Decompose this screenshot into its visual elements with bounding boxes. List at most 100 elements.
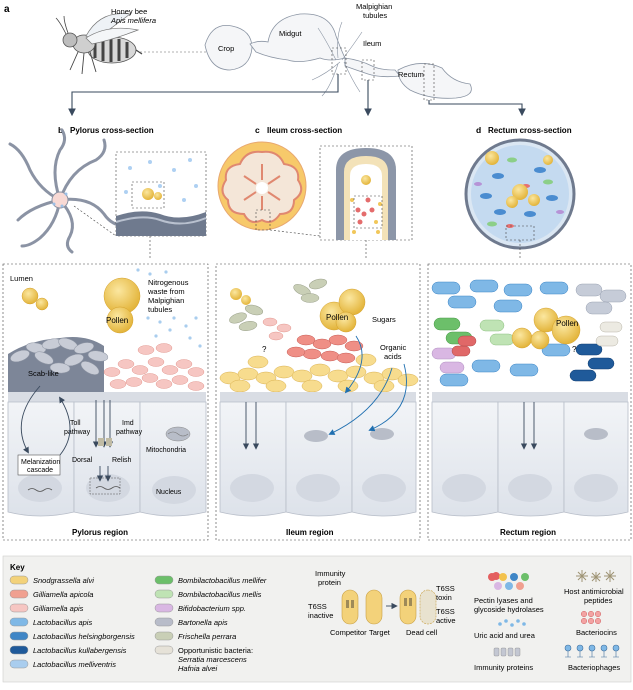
toll-label-2: pathway: [64, 429, 91, 436]
immunity-protein-label-2: protein: [318, 578, 341, 587]
pylorus-pollen-label: Pollen: [106, 316, 128, 325]
midgut-label: Midgut: [279, 29, 302, 38]
rectum-pollen-label: Pollen: [556, 319, 578, 328]
rectum-region: Pollen ? Rectum region: [431, 279, 629, 537]
t6ss-toxin-label-1: T6SS: [436, 584, 455, 593]
t6ss-schematic: Immunity protein T6SS inactive Competito…: [308, 569, 456, 637]
organic-acids-label-2: acids: [384, 352, 402, 361]
t6ss-inactive-label-2: inactive: [308, 611, 333, 620]
swatch-t1: [154, 589, 174, 599]
bee-gut-diagram: [204, 13, 472, 99]
species-label-s6: Lactobacillus melliventris: [33, 660, 116, 669]
panel-b-top: b Pylorus cross-section: [8, 125, 207, 254]
panel-d-letter: d: [476, 125, 481, 135]
species-column-1: Snodgrassella alvi Gilliamella apicola G…: [9, 575, 135, 669]
host-amp-label-1: Host antimicrobial: [564, 587, 624, 596]
malpighian-label-1: Malpighian: [356, 2, 392, 11]
bacteriophage-icon: [564, 644, 620, 658]
uric-acid-icon: [498, 619, 526, 627]
opportunistic-label: Opportunistic bacteria:: [178, 646, 253, 655]
ileum-question-1: ?: [262, 345, 267, 354]
species-label-s2: Gilliamella apis: [33, 604, 84, 613]
key-legend: Key Snodgrassella alvi Gilliamella apico…: [2, 555, 632, 683]
rectum-region-label: Rectum region: [500, 528, 556, 537]
relish-label: Relish: [112, 457, 132, 464]
key-title: Key: [10, 563, 25, 572]
swatch-s3: [9, 617, 29, 627]
pectin-lyase-icon: [488, 572, 529, 590]
toll-label-1: Toll: [70, 420, 81, 427]
swatch-s4: [9, 631, 29, 641]
swatch-opp: [154, 645, 174, 655]
panel-d-top: d Rectum cross-section: [464, 125, 576, 250]
species-label-s5: Lactobacillus kullabergensis: [33, 646, 127, 655]
species-label-s1: Gilliamella apicola: [33, 590, 93, 599]
species2-label-t2: Bifidobacterium spp.: [178, 604, 246, 613]
t6ss-active-label-2: active: [436, 616, 456, 625]
honey-bee-illustration: [55, 13, 143, 75]
sugars-label: Sugars: [372, 315, 396, 324]
pectin-label-1: Pectin lyases and: [474, 596, 533, 605]
melanization-label-2: cascade: [27, 467, 53, 474]
crop-organ: [204, 25, 253, 71]
competitor-label: Competitor: [330, 628, 367, 637]
malpighian-label-2: tubules: [363, 11, 387, 20]
bee-label-species: Apis mellifera: [110, 16, 156, 25]
ileum-cross-section: [217, 141, 307, 231]
ileum-region-label: Ileum region: [286, 528, 334, 537]
bacteriocins-icon: [580, 610, 602, 625]
rectum-title: Rectum cross-section: [488, 126, 572, 135]
bacteriocins-label: Bacteriocins: [576, 628, 617, 637]
swatch-t2: [154, 603, 174, 613]
pylorus-region: Lumen Pollen Nitrogenous waste from Malp…: [7, 268, 207, 537]
panel-c-top: c Ileum cross-section: [217, 125, 413, 241]
species-label-s0: Snodgrassella alvi: [33, 576, 94, 585]
crop-label: Crop: [218, 44, 234, 53]
t6ss-toxin-label-2: toxin: [436, 593, 452, 602]
swatch-s1: [9, 589, 29, 599]
immunity-proteins-label: Immunity proteins: [474, 663, 533, 672]
swatch-s6: [9, 659, 29, 669]
nitrogen-label-3: Malpighian: [148, 296, 184, 305]
swatch-t3: [154, 617, 174, 627]
host-amp-icon: [576, 570, 616, 582]
pylorus-cross-section: [8, 128, 128, 254]
ileum-region: Pollen Sugars Organic acids: [219, 278, 419, 537]
rectum-cross-section: [464, 138, 576, 250]
panel-c-letter: c: [255, 125, 260, 135]
pylorus-region-label: Pylorus region: [72, 528, 128, 537]
swatch-s0: [9, 575, 29, 585]
panel-a-letter: a: [4, 4, 10, 15]
species2-label-t0: Bombilactobacillus mellifer: [178, 576, 267, 585]
bacteriophages-label: Bacteriophages: [568, 663, 620, 672]
nucleus-label: Nucleus: [156, 489, 182, 496]
swatch-s5: [9, 645, 29, 655]
melanization-label-1: Melanization: [21, 459, 60, 466]
organic-acids-label-1: Organic: [380, 343, 407, 352]
panel-a: a Honey bee Apis mellifera Crop Midgut M…: [4, 2, 526, 117]
pylorus-title: Pylorus cross-section: [70, 126, 154, 135]
serratia-label: Serratia marcescens: [178, 655, 247, 664]
pectin-label-2: glycoside hydrolases: [474, 605, 544, 614]
dead-cell-icon: [419, 589, 437, 625]
swatch-s2: [9, 603, 29, 613]
imd-label-2: pathway: [116, 429, 143, 436]
uric-acid-label: Uric acid and urea: [474, 631, 536, 640]
mitochondria-label: Mitochondria: [146, 447, 186, 454]
species2-label-t1: Bombilactobacillus mellis: [178, 590, 262, 599]
imd-label-1: Imd: [122, 420, 134, 427]
lumen-label: Lumen: [10, 274, 33, 283]
species2-label-t3: Bartonella apis: [178, 618, 228, 627]
rectum-question: ?: [572, 345, 577, 354]
swatch-t0: [154, 575, 174, 585]
ileum-organ: [344, 57, 401, 78]
ileum-pollen-label: Pollen: [326, 313, 348, 322]
species-label-s3: Lactobacillus apis: [33, 618, 92, 627]
immunity-protein-label-1: Immunity: [315, 569, 346, 578]
nitrogen-label-4: tubules: [148, 305, 172, 314]
swatch-t4: [154, 631, 174, 641]
t6ss-inactive-label-1: T6SS: [308, 602, 327, 611]
bee-label-common: Honey bee: [111, 7, 147, 16]
species2-label-t4: Frischella perrara: [178, 632, 236, 641]
